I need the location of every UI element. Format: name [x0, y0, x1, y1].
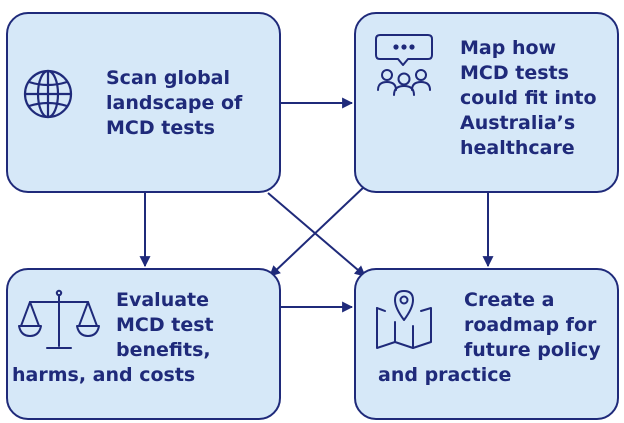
- card-create-line: future policy: [464, 339, 601, 361]
- card-map-line: could fit into: [460, 87, 597, 109]
- card-create-label: Create a roadmap for future policy and p…: [378, 288, 601, 388]
- card-create-line: and practice: [378, 364, 512, 386]
- card-map-line: Map how: [460, 37, 557, 59]
- card-create-line: roadmap for: [464, 314, 597, 336]
- card-evaluate-line: Evaluate: [116, 289, 210, 311]
- map-pin-icon: [374, 290, 438, 352]
- card-scan-line: Scan global: [106, 67, 231, 89]
- arrow-map-to-evaluate: [269, 185, 366, 277]
- globe-icon: [22, 68, 74, 120]
- card-map-line: healthcare: [460, 137, 575, 159]
- card-scan-line: MCD tests: [106, 117, 215, 139]
- card-evaluate: Evaluate MCD test benefits, harms, and c…: [6, 268, 281, 420]
- card-evaluate-line: harms, and costs: [12, 364, 196, 386]
- card-scan-line: landscape of: [106, 92, 243, 114]
- card-create-line: Create a: [464, 289, 555, 311]
- card-evaluate-line: MCD test: [116, 314, 214, 336]
- card-evaluate-label: Evaluate MCD test benefits, harms, and c…: [12, 288, 214, 388]
- card-scan: Scan global landscape of MCD tests: [6, 12, 281, 193]
- card-evaluate-line: benefits,: [116, 339, 211, 361]
- card-map-line: MCD tests: [460, 62, 569, 84]
- card-map-label: Map how MCD tests could fit into Austral…: [460, 36, 597, 161]
- card-map: Map how MCD tests could fit into Austral…: [354, 12, 619, 193]
- balance-scale-icon: [18, 288, 100, 356]
- discussion-group-icon: [372, 32, 436, 98]
- card-map-line: Australia’s: [460, 112, 576, 134]
- card-create: Create a roadmap for future policy and p…: [354, 268, 619, 420]
- arrow-scan-to-create: [267, 192, 366, 277]
- card-scan-label: Scan global landscape of MCD tests: [106, 66, 242, 141]
